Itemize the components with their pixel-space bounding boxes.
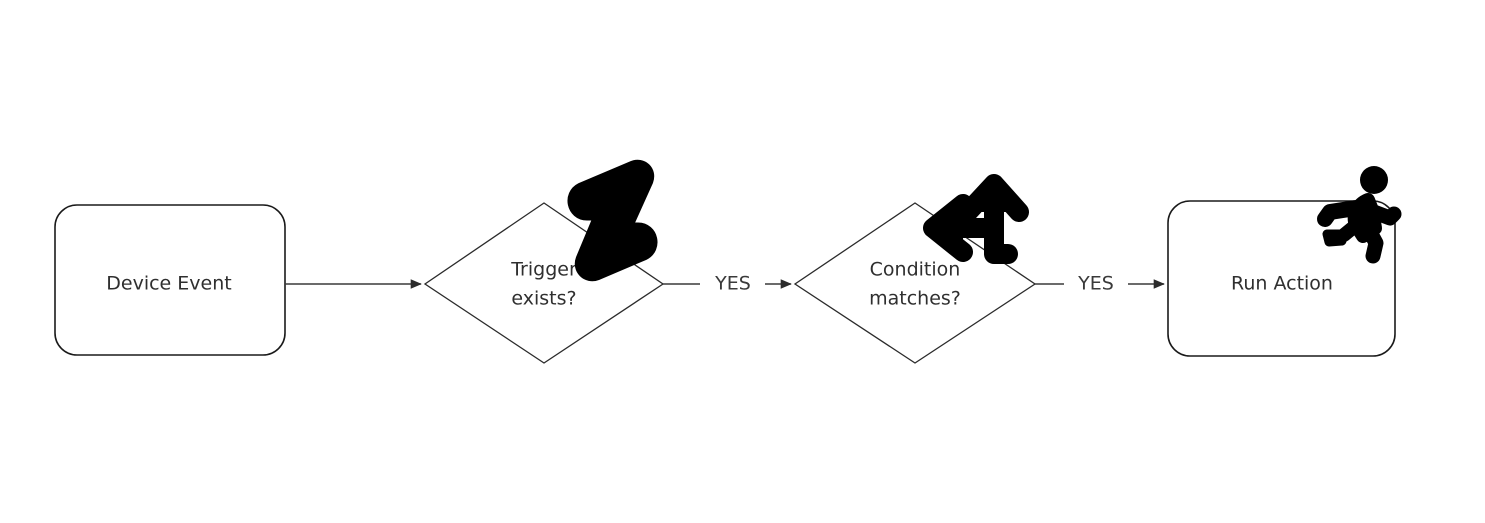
trigger-exists-label-line2: exists?: [511, 288, 576, 310]
running-person-front-leg: [1361, 222, 1384, 264]
condition-matches-label-line2: matches?: [869, 288, 961, 310]
device-event-label: Device Event: [106, 273, 231, 295]
edge-label-yes-1: YES: [714, 273, 751, 295]
running-person-front-arm: [1366, 204, 1402, 226]
lightning-bolt-shape: [567, 159, 658, 282]
edge-trigger-to-condition: YES: [663, 273, 792, 295]
running-person-icon: [1317, 166, 1402, 264]
lightning-bolt-icon: [567, 159, 658, 282]
condition-matches-label-line1: Condition: [870, 259, 961, 281]
fork-arrow-head-up: [958, 174, 1029, 222]
running-person-shoe: [1322, 229, 1347, 247]
running-person-back-arm: [1317, 200, 1364, 227]
fork-arrow-icon: [923, 174, 1029, 264]
run-action-label: Run Action: [1231, 273, 1333, 295]
fork-arrow-hook: [984, 234, 1018, 264]
node-device-event[interactable]: Device Event: [54, 204, 286, 356]
trigger-exists-label-line1: Trigger: [510, 259, 577, 281]
running-person-rear-leg: [1337, 219, 1362, 242]
edge-label-yes-2: YES: [1077, 273, 1114, 295]
edge-condition-to-action: YES: [1035, 273, 1165, 295]
running-person-head: [1360, 166, 1388, 194]
fork-arrow-head-left: [923, 194, 973, 262]
device-event-box[interactable]: [54, 204, 286, 356]
